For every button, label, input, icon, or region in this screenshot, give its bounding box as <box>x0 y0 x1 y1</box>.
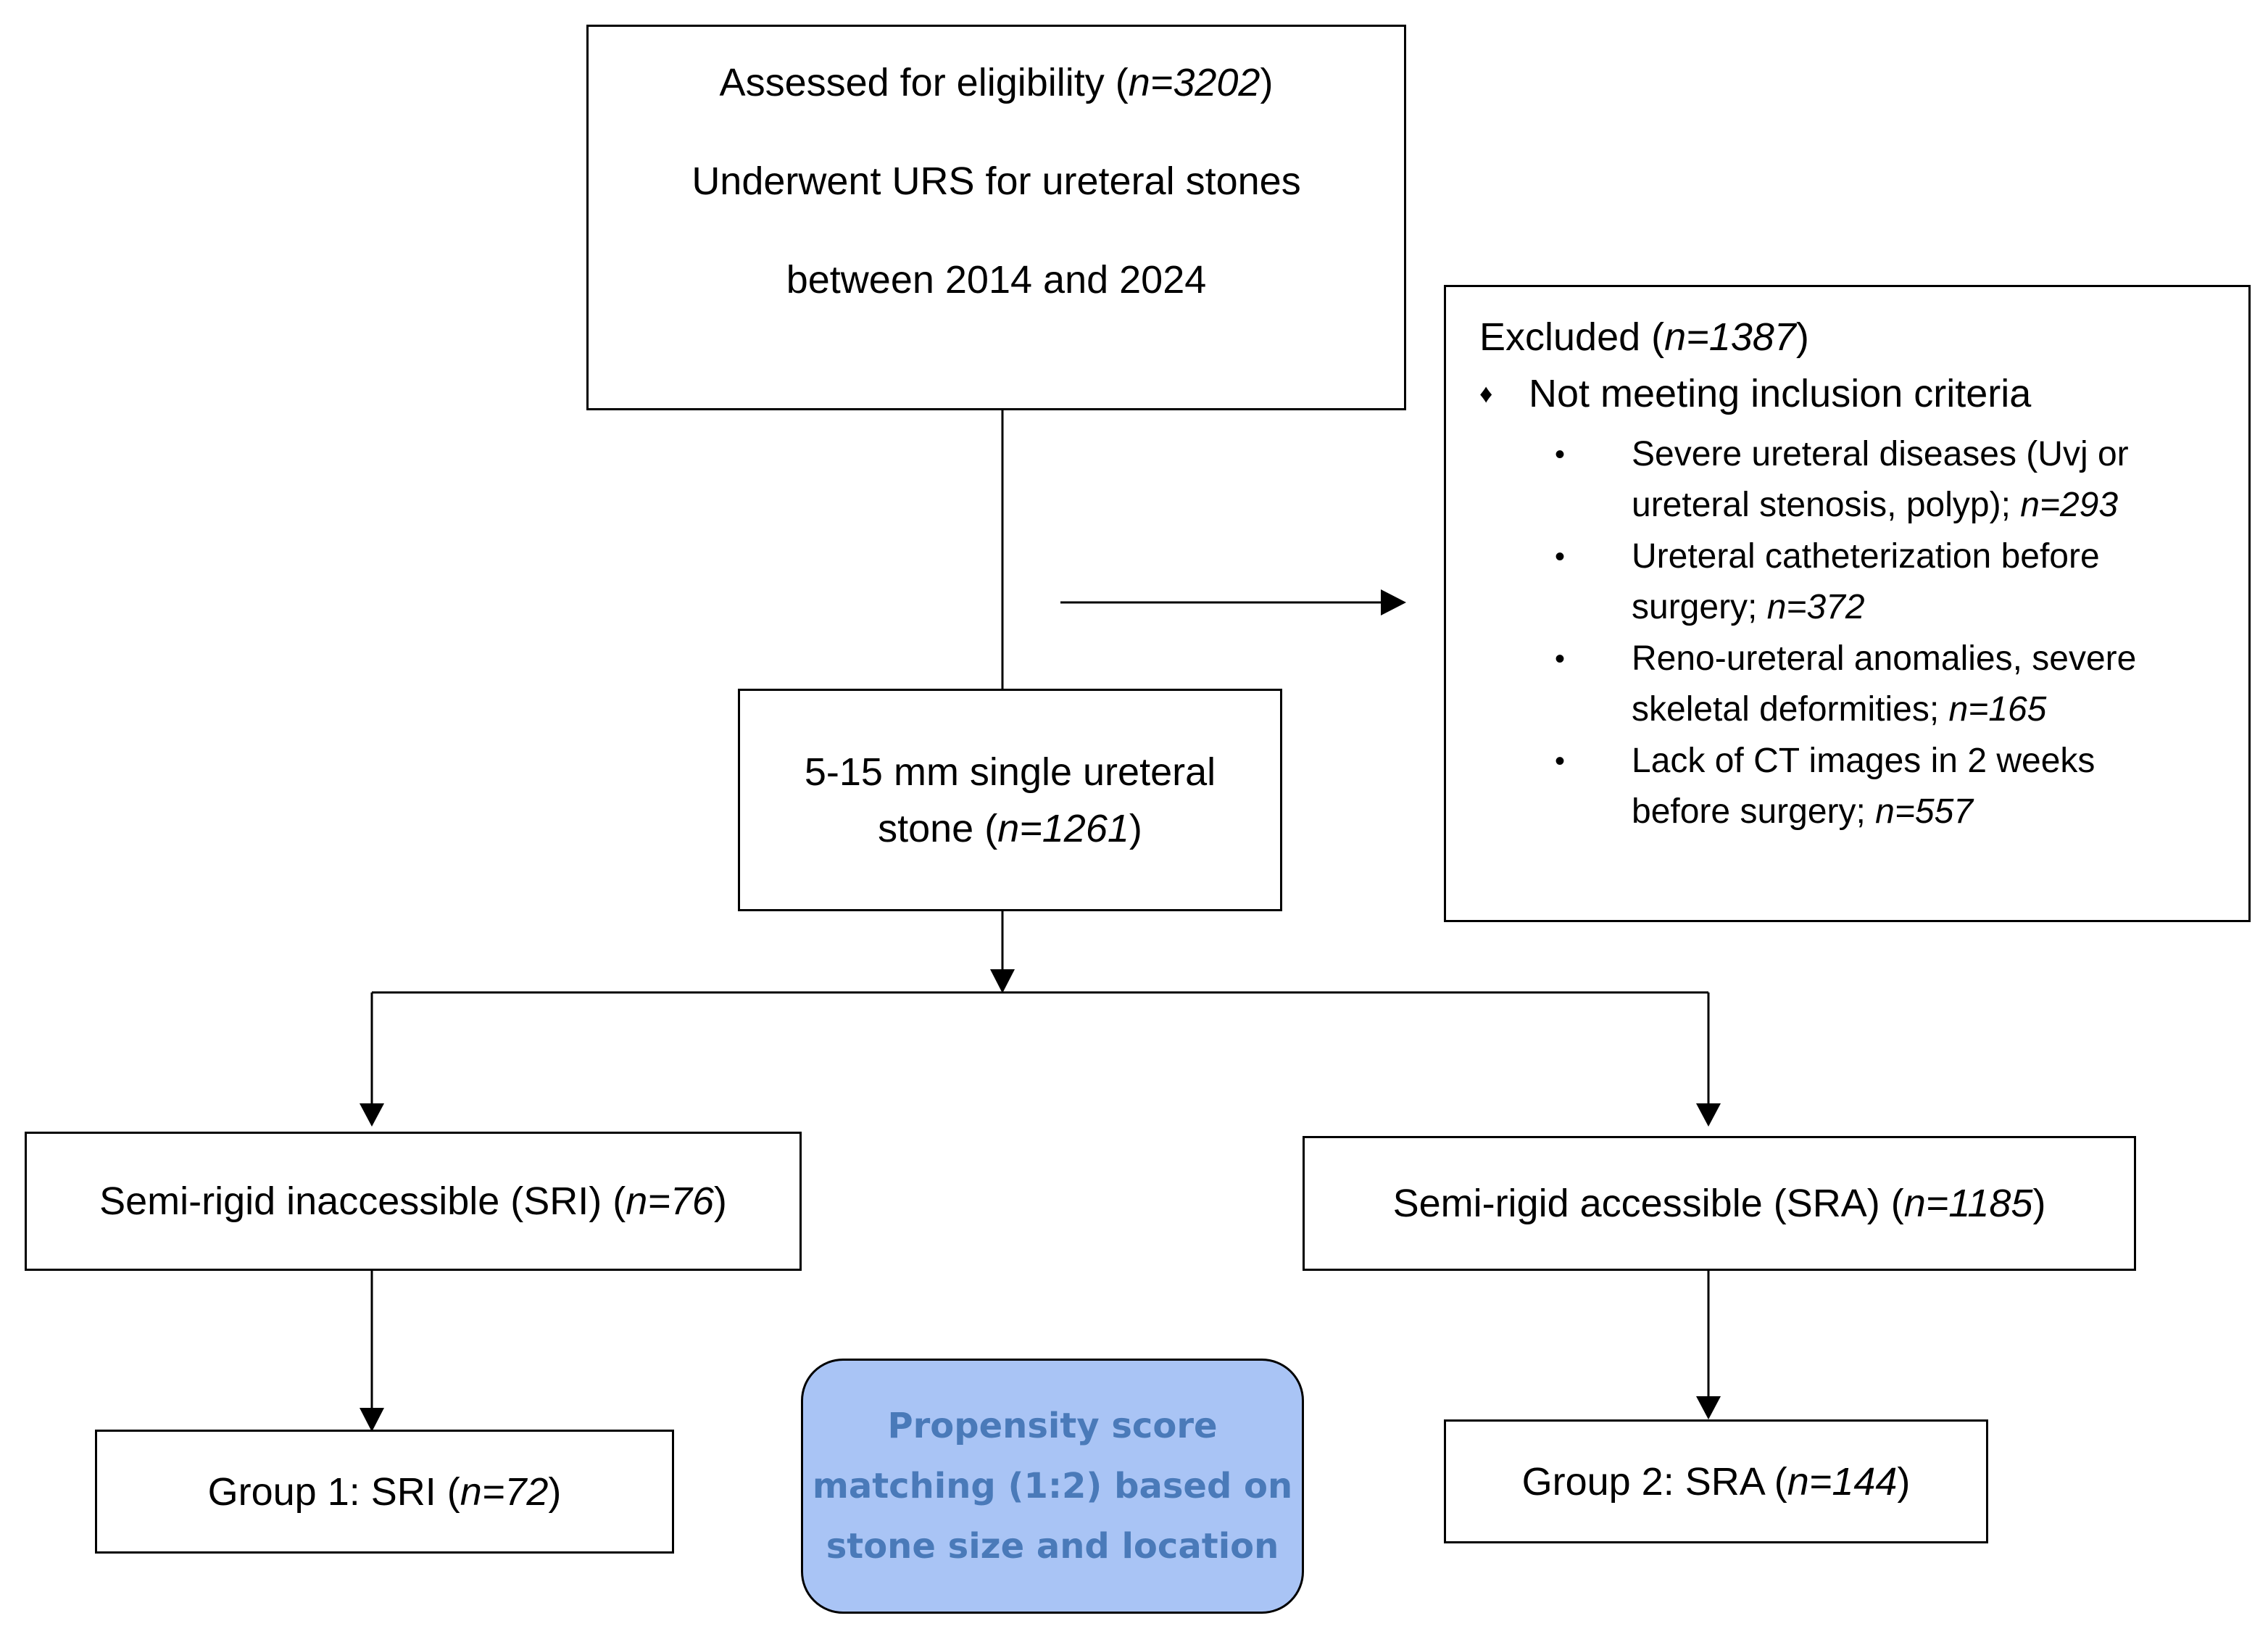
exclusion-item-line-1: Ureteral catheterization before <box>1632 537 2100 576</box>
eligibility-line-2: Underwent URS for ureteral stones <box>691 159 1301 203</box>
group1-paren: ) <box>548 1469 562 1514</box>
excluded-paren: ) <box>1795 315 1809 359</box>
eligibility-paren: ) <box>1260 61 1274 104</box>
group1-label: Group 1: SRI ( <box>207 1469 460 1514</box>
group1-box: Group 1: SRI (n=72) <box>95 1430 674 1554</box>
eligibility-line-3: between 2014 and 2024 <box>786 258 1207 302</box>
group2-count: n=144 <box>1787 1459 1898 1504</box>
excluded-label: Excluded ( <box>1479 315 1665 359</box>
connector-group1-arrowhead <box>360 1408 384 1432</box>
exclusion-item-text: Lack of CT images in 2 weeks before surg… <box>1632 736 2095 837</box>
exclusion-item-text: Ureteral catheterization before surgery;… <box>1632 531 2100 633</box>
exclusion-item-reason: skeletal deformities; <box>1632 690 1949 729</box>
single-stone-line-2: stone (n=1261) <box>878 800 1142 857</box>
excluded-count: n=1387 <box>1664 315 1796 359</box>
exclusion-item-reason: before surgery; <box>1632 792 1876 831</box>
exclusion-item-text: Reno-ureteral anomalies, severe skeletal… <box>1632 634 2136 735</box>
group2-text: Group 2: SRA (n=144) <box>1522 1459 1911 1504</box>
connector-split-right-arrowhead <box>1696 1103 1721 1127</box>
propensity-score-box: Propensity score matching (1:2) based on… <box>801 1359 1304 1614</box>
eligibility-label: Assessed for eligibility ( <box>719 61 1129 104</box>
bullet-icon: • <box>1555 439 1566 470</box>
excluded-box: Excluded (n=1387) ♦ Not meeting inclusion… <box>1444 285 2251 922</box>
single-stone-count: n=1261 <box>997 806 1129 850</box>
exclusion-item-count: n=557 <box>1875 792 1973 831</box>
sri-count: n=76 <box>626 1179 714 1223</box>
psm-line-2: matching (1:2) based on <box>812 1465 1293 1506</box>
group1-text: Group 1: SRI (n=72) <box>208 1469 562 1514</box>
psm-line-1: Propensity score <box>887 1405 1218 1446</box>
sra-text: Semi-rigid accessible (SRA) (n=1185) <box>1393 1181 2046 1226</box>
connector-exclusion-arrowhead <box>1381 589 1406 615</box>
excluded-title: Excluded (n=1387) <box>1479 315 1809 360</box>
single-stone-box: 5-15 mm single ureteral stone (n=1261) <box>738 689 1282 911</box>
sri-label: Semi-rigid inaccessible (SRI) ( <box>99 1179 626 1223</box>
single-stone-paren: ) <box>1129 806 1142 850</box>
exclusion-item-count: n=165 <box>1948 690 2047 729</box>
exclusion-item-line-2: before surgery; n=557 <box>1632 787 2095 837</box>
sri-box: Semi-rigid inaccessible (SRI) (n=76) <box>25 1132 802 1271</box>
single-stone-label: stone ( <box>878 806 998 850</box>
eligibility-count: n=3202 <box>1128 61 1260 104</box>
connector-group2-arrowhead <box>1696 1396 1721 1419</box>
sra-box: Semi-rigid accessible (SRA) (n=1185) <box>1303 1136 2136 1271</box>
exclusion-criteria-label: Not meeting inclusion criteria <box>1529 372 2032 415</box>
sra-count: n=1185 <box>1903 1182 2033 1225</box>
exclusion-item-reason: ureteral stenosis, polyp); <box>1632 486 2021 524</box>
bullet-icon: • <box>1555 745 1566 777</box>
exclusion-item-line-2: surgery; n=372 <box>1632 582 2100 633</box>
group2-box: Group 2: SRA (n=144) <box>1444 1419 1988 1543</box>
connector-split-left-arrowhead <box>360 1103 384 1127</box>
exclusion-item-line-1: Lack of CT images in 2 weeks <box>1632 742 2095 780</box>
psm-line-3: stone size and location <box>826 1525 1279 1567</box>
sri-text: Semi-rigid inaccessible (SRI) (n=76) <box>99 1179 727 1224</box>
exclusion-item-count: n=372 <box>1766 588 1865 626</box>
eligibility-box: Assessed for eligibility (n=3202) Underw… <box>586 25 1406 410</box>
sri-paren: ) <box>713 1179 727 1223</box>
exclusion-item-line-1: Severe ureteral diseases (Uvj or <box>1632 435 2129 473</box>
group2-paren: ) <box>1897 1459 1911 1504</box>
exclusion-item-line-2: skeletal deformities; n=165 <box>1632 684 2136 735</box>
group2-label: Group 2: SRA ( <box>1521 1459 1787 1504</box>
exclusion-item-line-1: Reno-ureteral anomalies, severe <box>1632 639 2137 678</box>
exclusion-item-line-2: ureteral stenosis, polyp); n=293 <box>1632 480 2129 531</box>
bullet-icon: • <box>1555 541 1566 573</box>
sra-paren: ) <box>2032 1182 2046 1225</box>
diamond-bullet-icon: ♦ <box>1479 378 1493 408</box>
eligibility-line-1: Assessed for eligibility (n=3202) <box>589 60 1404 105</box>
exclusion-criteria-heading: ♦ Not meeting inclusion criteria <box>1479 371 2031 416</box>
exclusion-item-count: n=293 <box>2020 486 2119 524</box>
exclusion-item-text: Severe ureteral diseases (Uvj or uretera… <box>1632 429 2129 531</box>
sra-label: Semi-rigid accessible (SRA) ( <box>1392 1182 1904 1225</box>
group1-count: n=72 <box>460 1469 549 1514</box>
bullet-icon: • <box>1555 643 1566 675</box>
exclusion-item-reason: surgery; <box>1632 588 1767 626</box>
single-stone-line-1: 5-15 mm single ureteral <box>804 750 1216 794</box>
connector-stone-arrowhead <box>990 969 1015 993</box>
